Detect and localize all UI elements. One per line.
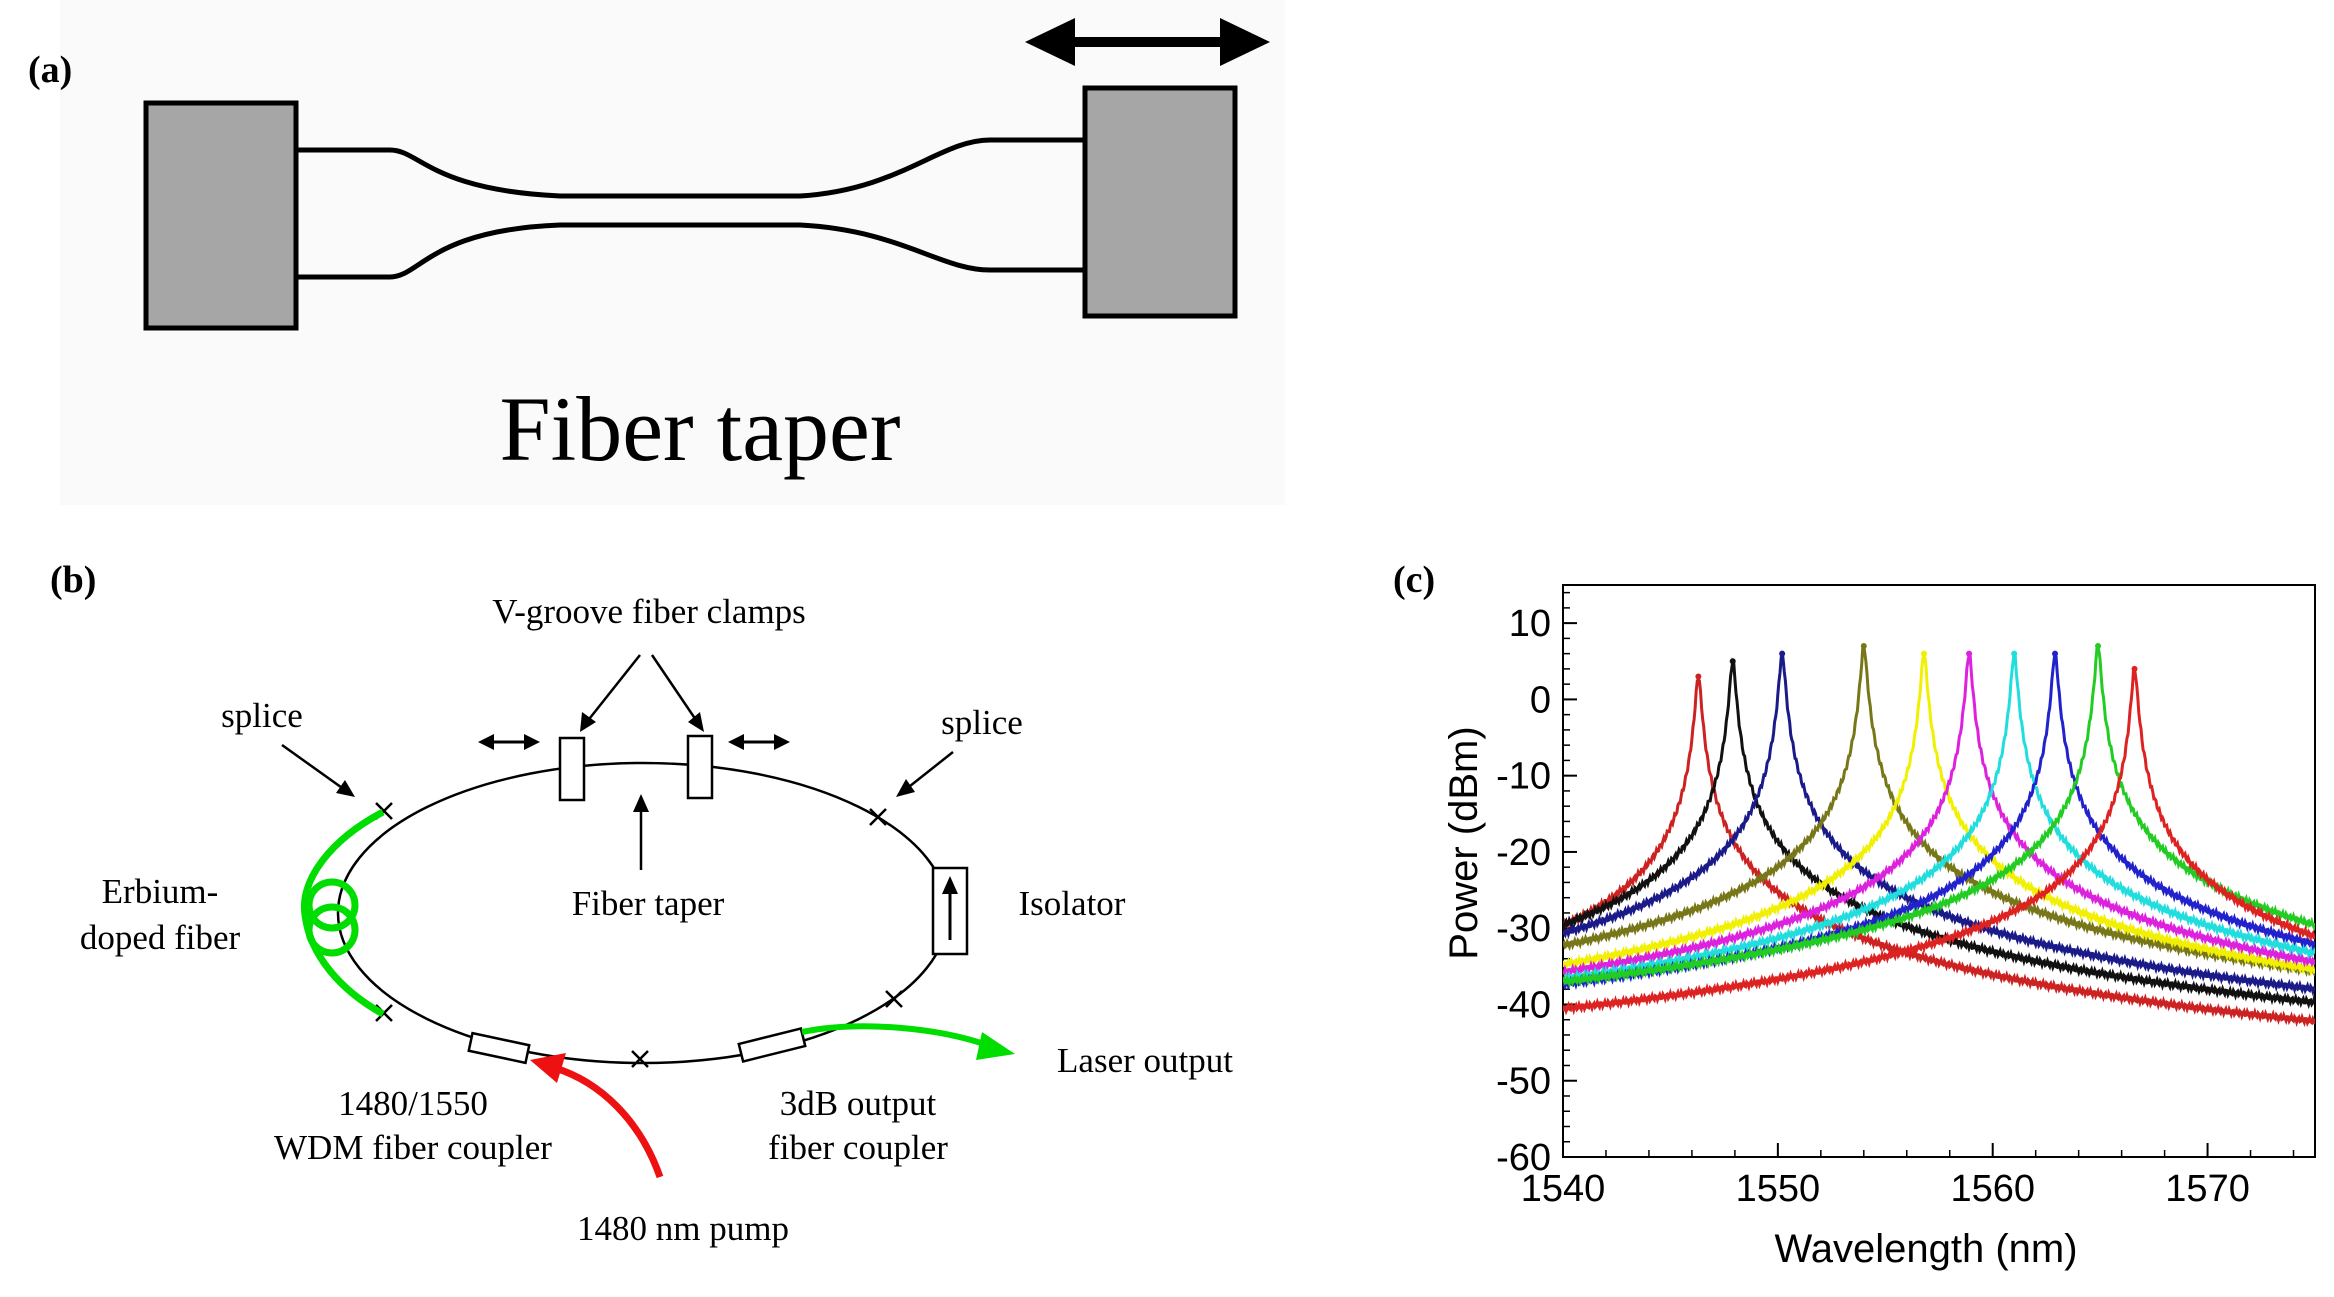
isolator-label: Isolator (1019, 884, 1126, 923)
y-tick-label: -30 (1496, 908, 1551, 950)
wdm-coupler (467, 1031, 531, 1065)
pump-label: 1480 nm pump (577, 1209, 789, 1248)
edf-label-line1: Erbium- (102, 872, 219, 911)
fiber-taper-label: Fiber taper (572, 884, 725, 923)
edf-label-line2: doped fiber (80, 918, 241, 957)
x-tick-label: 1560 (1950, 1168, 2035, 1210)
chart-axes: 1540 1550 1560 1570 10 0 -10 -20 -30 -40 -50 -60 (1496, 584, 2316, 1210)
laser-output-label: Laser output (1057, 1041, 1233, 1080)
splice-right-arrow (896, 751, 954, 797)
panel-c: (c) 1540 1550 1560 1570 10 0 -10 -20 -30 -40 -50 -6… (1393, 559, 2316, 1271)
splice-mark-bottom-center (631, 1050, 649, 1068)
peak-point-6 (1966, 650, 1973, 657)
output-coupler-label-line2: fiber coupler (768, 1128, 948, 1167)
fiber-taper-caption: Fiber taper (499, 378, 900, 480)
peak-point-10 (2131, 665, 2138, 672)
panel-b: (b) V-groove fiber clamps Fi (50, 559, 1233, 1248)
spectrum-series-1 (1563, 676, 2315, 1028)
spectrum-series-5 (1563, 653, 2315, 977)
chart-x-axis-label: Wavelength (nm) (1774, 1227, 2077, 1271)
pump-arrow (530, 1053, 664, 1179)
clamps-pointer-arrows (580, 654, 704, 732)
panel-c-label: (c) (1393, 559, 1435, 601)
y-tick-label: -10 (1496, 756, 1551, 798)
chart-y-axis-label: Power (dBm) (1442, 726, 1486, 959)
spectrum-series-6 (1563, 651, 2315, 979)
wdm-label-line2: WDM fiber coupler (274, 1128, 552, 1167)
left-fiber-holder (143, 100, 299, 331)
y-tick-label: -20 (1496, 832, 1551, 874)
left-v-groove-clamp (558, 736, 586, 802)
taper-bottom-edge (296, 222, 1085, 280)
splice-left-label: splice (221, 696, 303, 735)
left-clamp-arrow-icon (478, 734, 540, 750)
x-tick-label: 1540 (1521, 1168, 1606, 1210)
peak-point-9 (2094, 643, 2101, 650)
splice-mark-top-right (869, 808, 887, 826)
right-fiber-holder (1082, 85, 1238, 319)
spectrum-series-7 (1563, 651, 2315, 987)
v-groove-clamps-label: V-groove fiber clamps (492, 592, 806, 631)
spectrum-series-10 (1563, 667, 2315, 1016)
double-arrow-icon (1025, 18, 1270, 66)
spectrum-series-9 (1563, 645, 2315, 989)
panel-a: (a) Fiber taper (28, 0, 1285, 505)
y-tick-label: 10 (1509, 603, 1551, 645)
peak-point-3 (1779, 650, 1786, 657)
splice-right-label: splice (941, 703, 1023, 742)
spectrum-series-4 (1563, 645, 2315, 978)
right-clamp-arrow-icon (728, 734, 790, 750)
output-coupler-label-line1: 3dB output (780, 1084, 937, 1123)
peak-point-4 (1860, 643, 1867, 650)
splice-mark-bottom-right (885, 990, 903, 1008)
chart-series (1563, 643, 2315, 1028)
wdm-label-line1: 1480/1550 (338, 1084, 488, 1123)
panel-b-label: (b) (50, 559, 96, 601)
x-tick-label: 1570 (2165, 1168, 2250, 1210)
laser-output-arrow (801, 1023, 1015, 1060)
y-tick-label: -40 (1496, 984, 1551, 1026)
taper-top-edge (296, 137, 1085, 199)
peak-point-8 (2052, 650, 2059, 657)
isolator-arrow-icon (942, 876, 958, 940)
x-tick-label: 1550 (1736, 1168, 1821, 1210)
peak-point-5 (1920, 650, 1927, 657)
y-tick-label: -60 (1496, 1137, 1551, 1179)
peak-point-2 (1729, 658, 1736, 665)
output-coupler (737, 1027, 807, 1063)
splice-left-arrow (281, 743, 355, 797)
right-v-groove-clamp (686, 734, 714, 800)
y-tick-label: 0 (1530, 679, 1551, 721)
erbium-doped-fiber (300, 808, 385, 1018)
plot-frame (1562, 584, 2316, 1158)
panel-a-label: (a) (28, 49, 72, 91)
taper-pointer-arrow (633, 794, 649, 870)
y-tick-label: -50 (1496, 1061, 1551, 1103)
peak-point-1 (1695, 673, 1702, 680)
peak-point-7 (2011, 650, 2018, 657)
